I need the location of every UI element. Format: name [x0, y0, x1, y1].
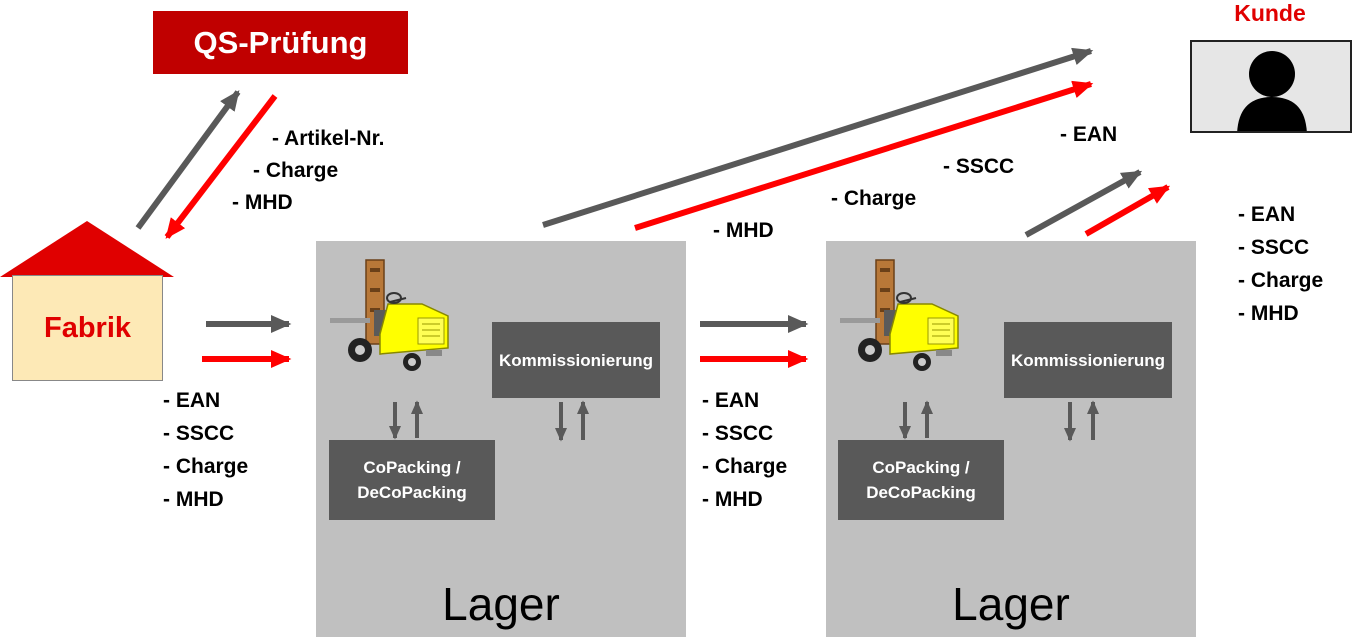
qs-pruefung-box: QS-Prüfung [153, 11, 408, 74]
middle-label-list: - EAN - SSCC - Charge - MHD [702, 384, 787, 516]
kunde-label-list: - EAN - SSCC - Charge - MHD [1238, 198, 1323, 330]
arrow-fabrik-to-qs [135, 90, 241, 230]
forklift-icon [840, 259, 959, 371]
kunde-box [1190, 40, 1352, 133]
copacking-box-2: CoPacking / DeCoPacking [838, 440, 1004, 520]
kommissionierung-box-2: Kommissionierung [1004, 322, 1172, 398]
fabrik-label-mhd: - MHD [163, 488, 224, 511]
kommissionierung-label-2: Kommissionierung [1011, 350, 1165, 370]
qs-label-charge: - Charge [253, 159, 339, 182]
fabrik-label: Fabrik [43, 311, 132, 344]
fabrik-label-list: - EAN - SSCC - Charge - MHD [163, 384, 248, 516]
arrow-qs-to-fabrik [164, 94, 278, 239]
copacking-line2-2: DeCoPacking [866, 483, 976, 502]
qs-pruefung-label: QS-Prüfung [193, 24, 368, 60]
person-icon [1237, 51, 1307, 131]
top-label-ean: - EAN [1060, 123, 1118, 146]
top-label-charge: - Charge [831, 187, 917, 210]
kunde-label-ean: - EAN [1238, 203, 1296, 226]
fabrik-label-ean: - EAN [163, 389, 221, 412]
fabrik-label-charge: - Charge [163, 455, 249, 478]
kunde-label-sscc: - SSCC [1238, 236, 1310, 259]
copacking-box-1: CoPacking / DeCoPacking [329, 440, 495, 520]
arrow-lager2-kunde-red [1084, 184, 1171, 237]
arrow-lager1-kunde-red [634, 80, 1094, 231]
arrow-lager1-kunde-gray [542, 47, 1094, 228]
qs-label-artikel: - Artikel-Nr. [272, 127, 385, 150]
arrow-lager2-kunde-gray [1024, 169, 1143, 238]
middle-label-sscc: - SSCC [702, 422, 774, 445]
kommissionierung-label-1: Kommissionierung [499, 350, 653, 370]
fabrik-box: Fabrik [12, 275, 163, 381]
kunde-label-mhd: - MHD [1238, 302, 1299, 325]
copacking-line1-1: CoPacking / [363, 458, 461, 477]
middle-label-mhd: - MHD [702, 488, 763, 511]
copacking-line2-1: DeCoPacking [357, 483, 467, 502]
top-label-mhd: - MHD [713, 219, 774, 242]
lager-title-2: Lager [952, 578, 1070, 630]
copacking-line1-2: CoPacking / [872, 458, 970, 477]
kunde-label-charge: - Charge [1238, 269, 1324, 292]
forklift-icon [330, 259, 449, 371]
middle-label-charge: - Charge [702, 455, 788, 478]
kunde-title: Kunde [1234, 0, 1306, 26]
middle-label-ean: - EAN [702, 389, 760, 412]
kommissionierung-box-1: Kommissionierung [492, 322, 660, 398]
qs-label-mhd: - MHD [232, 191, 293, 214]
fabrik-label-sscc: - SSCC [163, 422, 235, 445]
top-label-sscc: - SSCC [943, 155, 1015, 178]
lager-title-1: Lager [442, 578, 560, 630]
